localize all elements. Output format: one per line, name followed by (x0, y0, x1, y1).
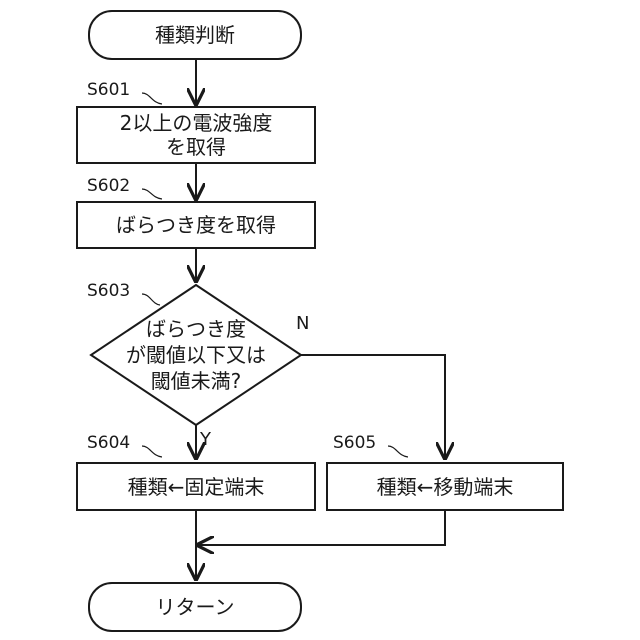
process-s601: 2以上の電波強度 を取得 (76, 106, 316, 164)
s601-text-line1: 2以上の電波強度 (120, 111, 273, 135)
s603-text-line3: 閾値未満? (151, 368, 242, 394)
arrow-s605-to-merge (198, 511, 445, 545)
step-label-s603: S603 (87, 281, 130, 301)
leader-s602 (142, 189, 162, 199)
step-label-s604: S604 (87, 433, 130, 453)
process-s604: 種類←固定端末 (76, 462, 316, 511)
s601-text-line2: を取得 (166, 135, 226, 159)
end-label: リターン (156, 595, 235, 619)
s603-text-line2: が閾値以下又は (126, 342, 266, 368)
start-terminator: 種類判断 (88, 10, 302, 60)
s605-text: 種類←移動端末 (377, 475, 514, 499)
leader-s605 (388, 446, 408, 457)
step-label-s601: S601 (87, 80, 130, 100)
branch-label-no: N (296, 314, 309, 334)
process-s602: ばらつき度を取得 (76, 201, 316, 249)
process-s605: 種類←移動端末 (326, 462, 564, 511)
step-label-s605: S605 (333, 433, 376, 453)
end-terminator: リターン (88, 582, 302, 632)
s604-text: 種類←固定端末 (128, 475, 265, 499)
leader-s604 (142, 446, 162, 457)
branch-label-yes: Y (200, 430, 211, 450)
s603-text-line1: ばらつき度 (146, 316, 246, 342)
leader-s601 (142, 93, 162, 104)
leader-s603 (142, 294, 160, 305)
start-label: 種類判断 (155, 23, 235, 47)
s602-text: ばらつき度を取得 (116, 213, 276, 237)
step-label-s602: S602 (87, 176, 130, 196)
decision-s603-text: ばらつき度 が閾値以下又は 閾値未満? (96, 315, 296, 395)
